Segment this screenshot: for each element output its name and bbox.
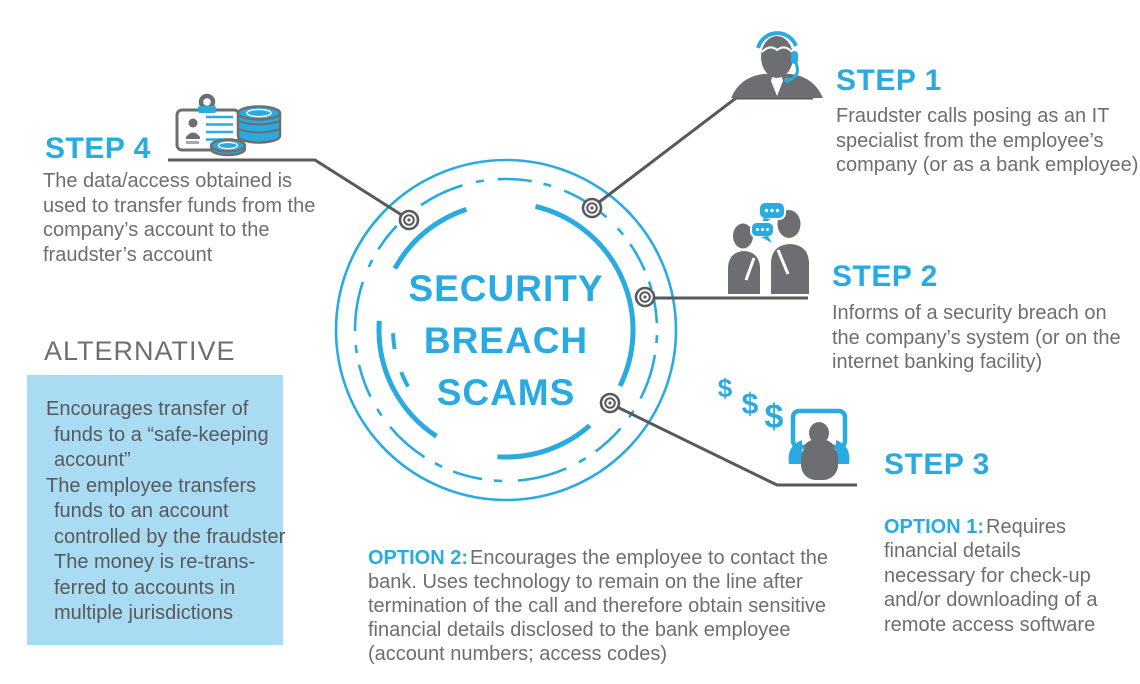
step4-heading: STEP 4	[45, 132, 151, 165]
step1-connector-dot	[581, 197, 603, 219]
option1-label: OPTION 1:	[884, 515, 985, 538]
alternative-heading: ALTERNATIVE	[44, 336, 236, 366]
alt-box-line: ferred to accounts in	[54, 576, 236, 599]
option2-text: Encourages the employee to contact the b…	[368, 547, 829, 665]
step4-connector-dot	[398, 209, 420, 231]
svg-text:$: $	[742, 388, 759, 421]
step3-heading: STEP 3	[884, 448, 990, 481]
alt-box-line: Encourages transfer of	[46, 398, 249, 420]
computer-user-icon	[788, 408, 850, 480]
step1-connector-line	[593, 96, 813, 208]
step1-description: Fraudster calls posing as an IT speciali…	[836, 105, 1139, 176]
option1-text: Requires financial details necessary for…	[884, 515, 1098, 636]
svg-text:$: $	[765, 398, 784, 436]
page-title: SECURITY BREACH SCAMS	[408, 268, 604, 413]
step4-description: The data/access obtained is used to tran…	[43, 170, 316, 266]
alt-box-line: The employee transfers	[46, 474, 257, 497]
conversation-icon	[728, 201, 809, 294]
alternative-box: Encourages transfer of funds to a “safe-…	[27, 375, 286, 645]
alt-box-line: multiple jurisdictions	[54, 602, 233, 624]
step3-description: OPTION 1:Requires financial details nece…	[884, 490, 1098, 637]
speech-bubble-icon	[758, 201, 786, 226]
option2-paragraph: OPTION 2:Encourages the employee to cont…	[368, 522, 828, 666]
headset-agent-icon	[731, 31, 823, 98]
alt-box-line: controlled by the fraudster	[54, 525, 286, 548]
step1-heading: STEP 1	[836, 64, 942, 97]
alt-box-line: The money is re-trans-	[54, 551, 256, 573]
step2-description: Informs of a security breach on the comp…	[832, 302, 1121, 373]
alt-box-line: account”	[54, 449, 131, 471]
step2-heading: STEP 2	[832, 260, 938, 293]
svg-text:$: $	[718, 373, 733, 403]
speech-bubble-icon	[750, 221, 775, 243]
id-card-coins-icon	[175, 93, 282, 157]
alt-box-line: funds to a “safe-keeping	[54, 423, 269, 446]
option2-label: OPTION 2:	[368, 547, 469, 569]
alt-box-line: funds to an account	[54, 500, 229, 522]
dollar-signs-icon: $ $ $	[718, 373, 784, 436]
